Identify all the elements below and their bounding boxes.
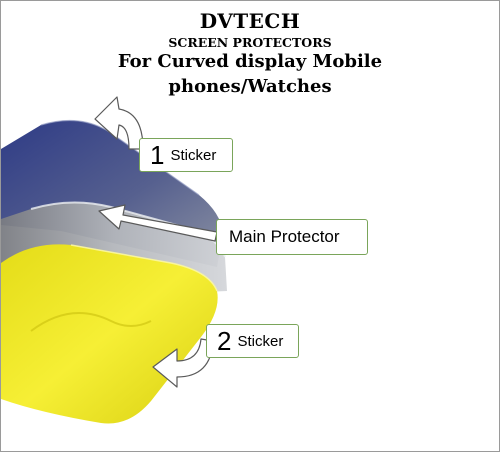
product-subtitle: SCREEN PROTECTORS bbox=[168, 35, 332, 50]
sticker-2-film bbox=[1, 244, 218, 424]
sticker-1-number: 1 bbox=[150, 140, 165, 170]
sticker-1-label: Sticker bbox=[170, 146, 217, 164]
brand-title: DVTECH bbox=[199, 9, 301, 33]
sticker-2-label: Sticker bbox=[237, 332, 284, 350]
main-protector-callout: Main Protector bbox=[216, 219, 368, 255]
headline-line-2: phones/Watches bbox=[168, 76, 332, 97]
main-protector-arrow bbox=[98, 204, 218, 242]
sticker-2-number: 2 bbox=[217, 326, 232, 356]
main-protector-label: Main Protector bbox=[229, 227, 340, 246]
sticker-1-callout: 1 Sticker bbox=[139, 138, 233, 172]
headline-line-1: For Curved display Mobile bbox=[117, 51, 383, 72]
sticker-2-arrow bbox=[152, 338, 214, 388]
sticker-2-callout: 2 Sticker bbox=[206, 324, 299, 358]
sticker-1-arrow bbox=[94, 96, 144, 150]
